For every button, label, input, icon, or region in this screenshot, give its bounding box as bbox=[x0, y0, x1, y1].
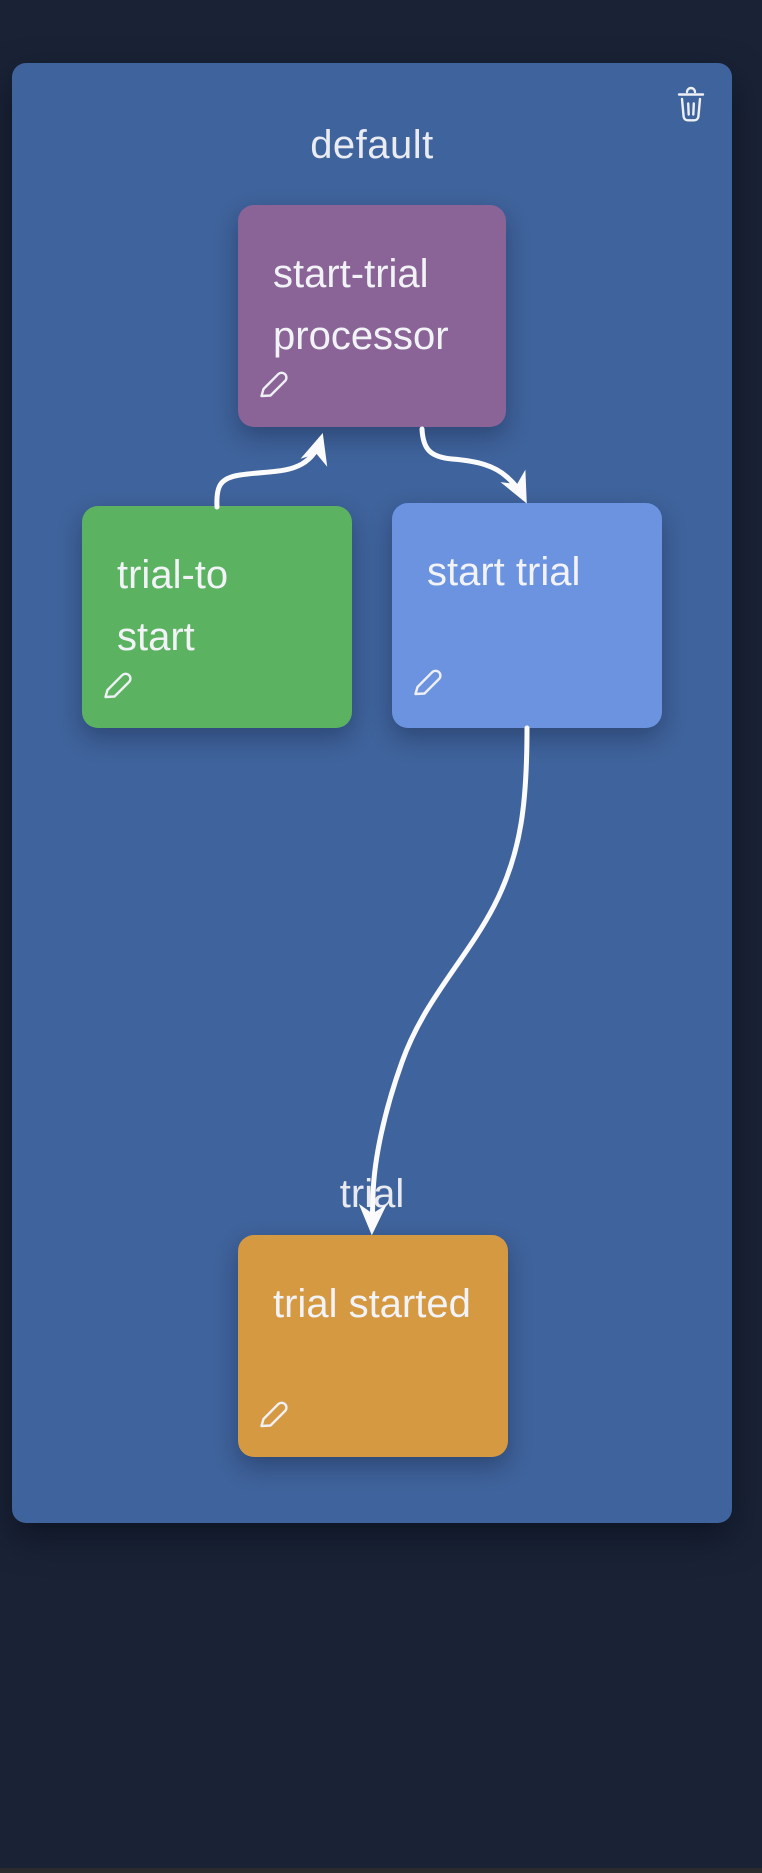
edit-icon[interactable] bbox=[98, 664, 138, 704]
node-trial-started[interactable]: trial started bbox=[238, 1235, 508, 1457]
node-start-trial-processor[interactable]: start-trial processor bbox=[238, 205, 506, 427]
group-panel-default: default trial start-trial processor tria… bbox=[12, 63, 732, 1523]
node-label: start-trial processor bbox=[273, 252, 449, 358]
node-start-trial[interactable]: start trial bbox=[392, 503, 662, 728]
edit-icon[interactable] bbox=[408, 661, 448, 701]
edit-icon[interactable] bbox=[254, 363, 294, 403]
bottom-scrollbar-track[interactable] bbox=[0, 1868, 762, 1873]
node-label: start trial bbox=[427, 550, 581, 594]
edge-trial-to-start-to-processor[interactable] bbox=[214, 433, 328, 510]
edit-icon[interactable] bbox=[254, 1393, 294, 1433]
edge-processor-to-start-trial[interactable] bbox=[419, 426, 527, 504]
delete-group-button[interactable] bbox=[676, 86, 706, 124]
edge-label-trial: trial bbox=[339, 1172, 405, 1216]
node-trial-to-start[interactable]: trial-to start bbox=[82, 506, 352, 728]
group-title: default bbox=[310, 123, 434, 167]
edge-start-trial-to-trial-started[interactable] bbox=[358, 725, 530, 1236]
node-label: trial-to start bbox=[117, 553, 229, 659]
node-label: trial started bbox=[273, 1282, 471, 1326]
trash-icon bbox=[677, 86, 705, 122]
